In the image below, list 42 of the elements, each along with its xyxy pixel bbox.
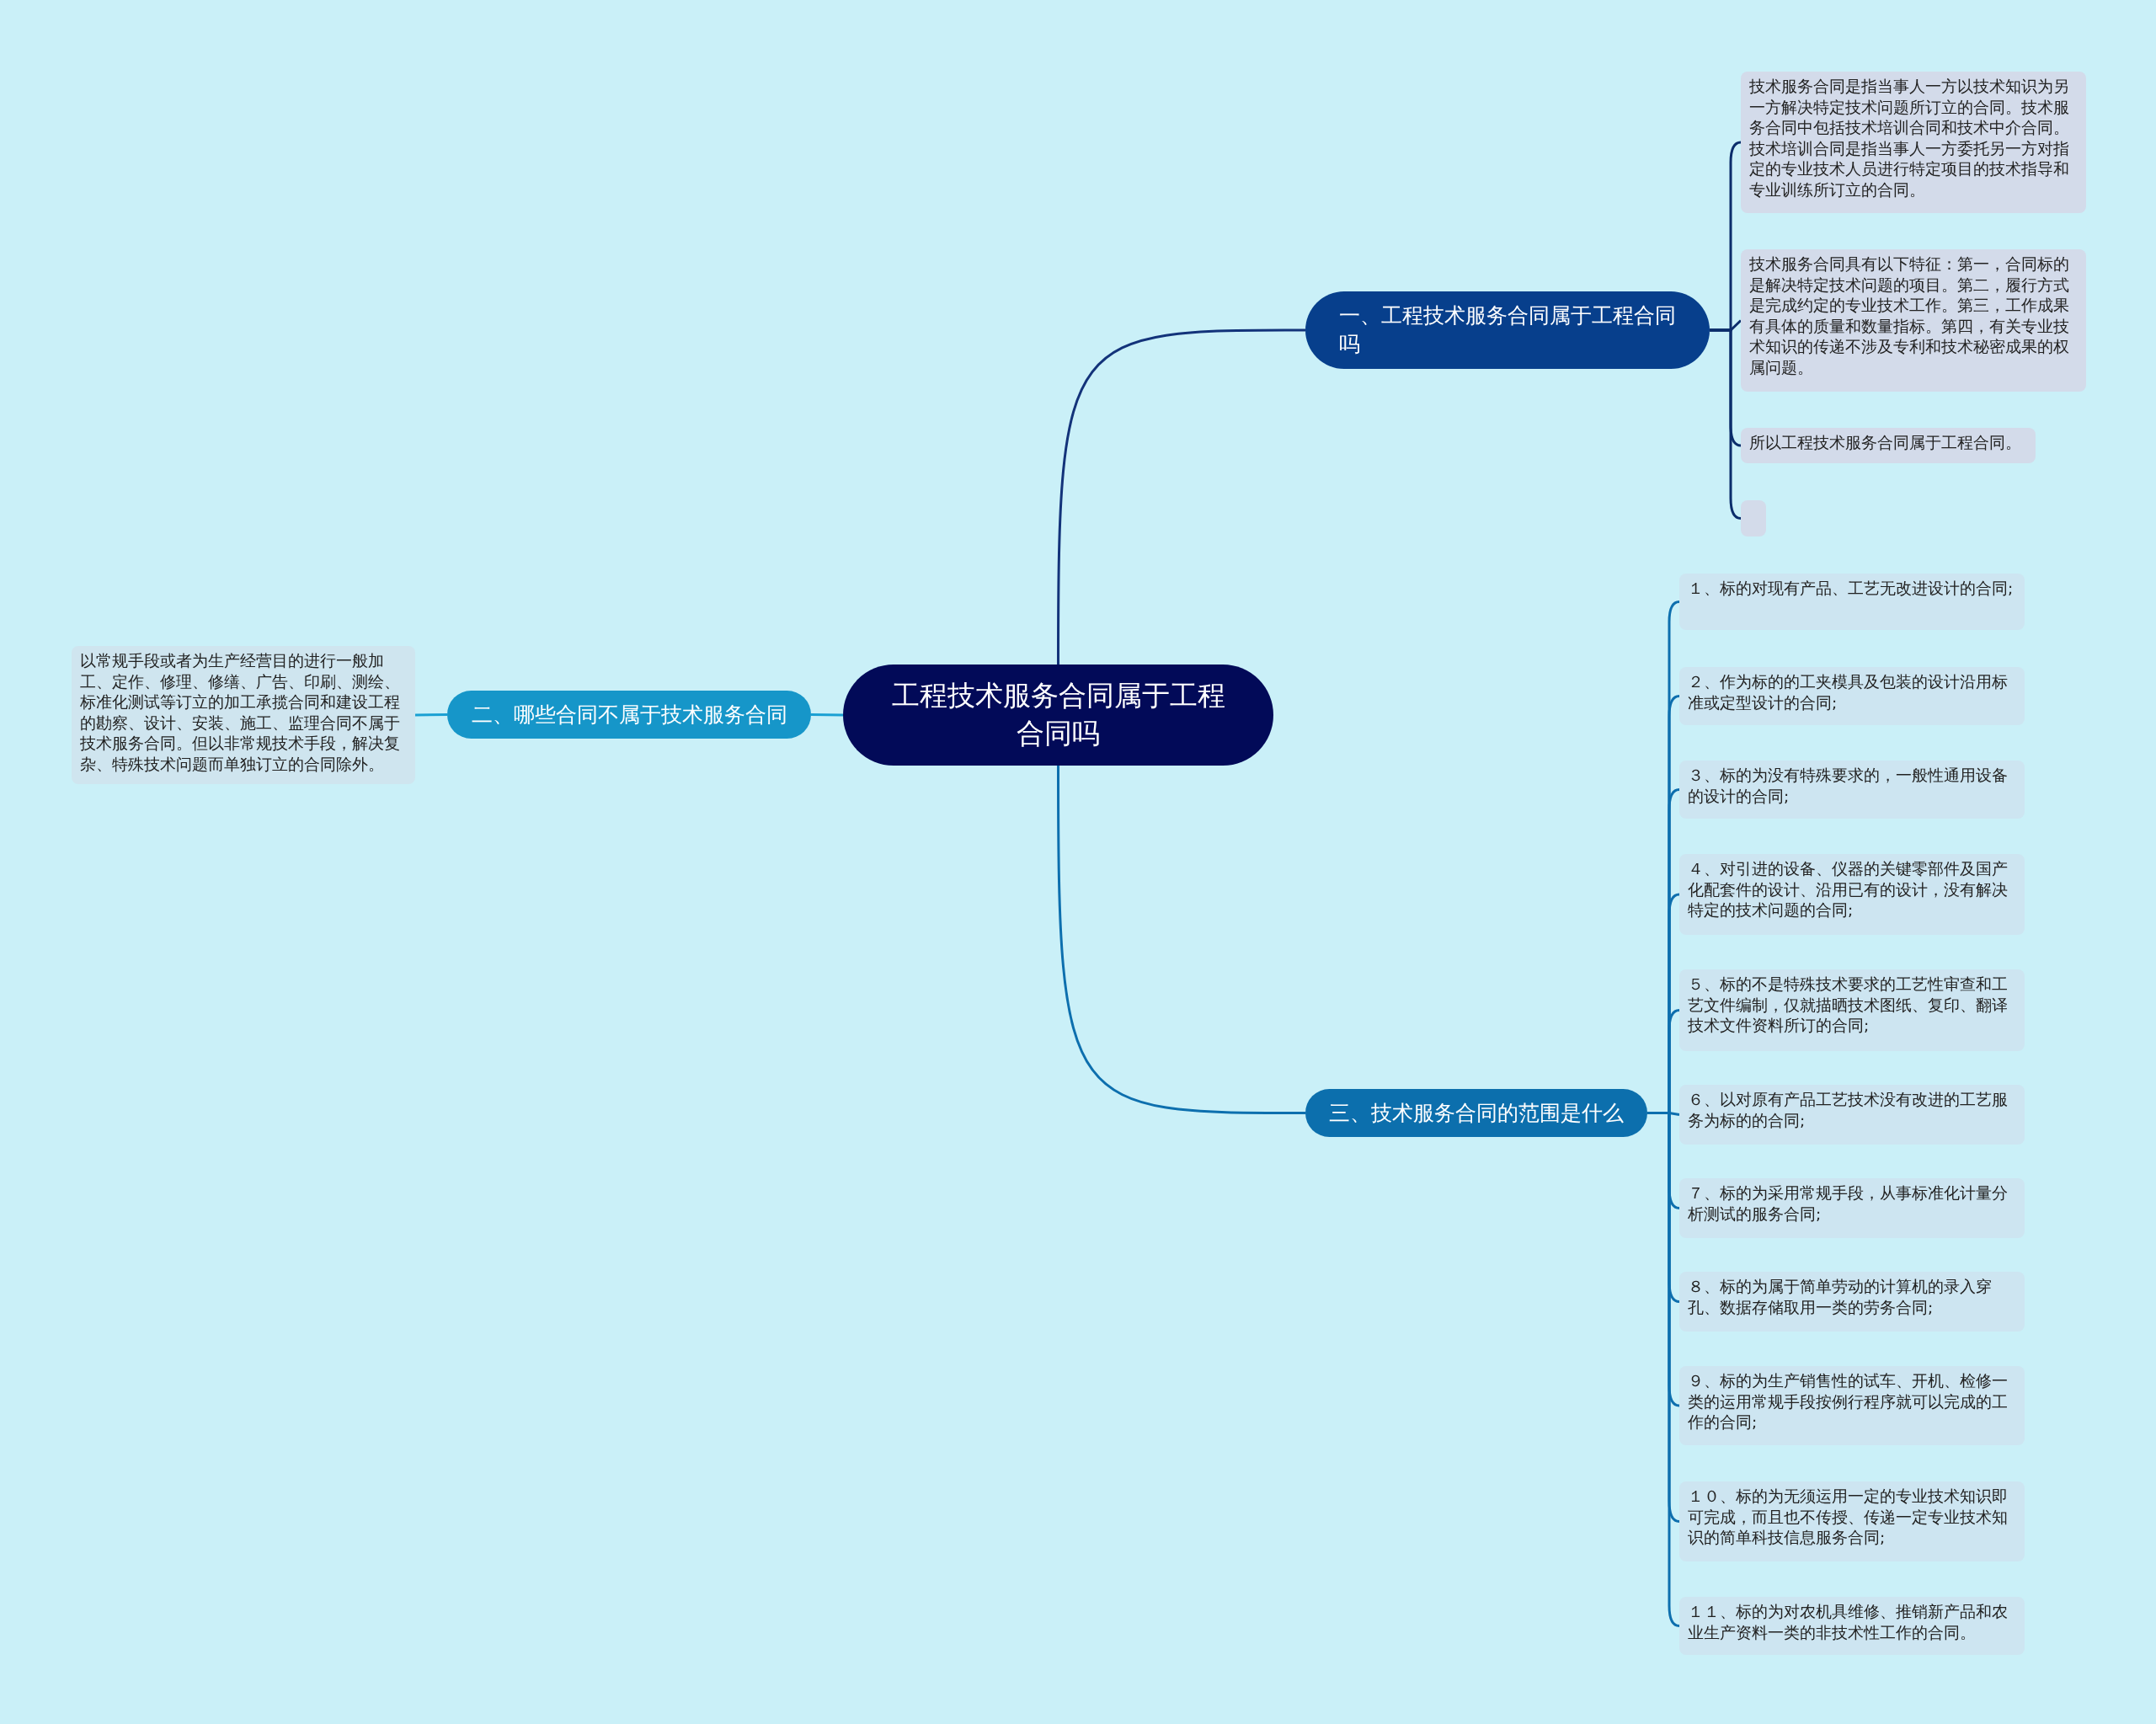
note-box (1679, 1366, 2025, 1445)
note-box (1741, 249, 2086, 392)
note-box (72, 646, 415, 784)
topic-text: ２、作为标的的工夹模具及包装的设计沿用标准或定型设计的合同; (1688, 672, 2009, 713)
connector-line (1057, 328, 1305, 665)
note-box (1679, 969, 2025, 1051)
topic-text: 以常规手段或者为生产经营目的进行一般加工、定作、修理、修缮、广告、印刷、测绘、标准化测试等订立的加工承揽合同和建设工程的勘察、设计、安装、施工、监理合同不属于技术服务合同。但以非常规技术手段，解决复杂、特殊技术问题而单独订立的合同除外。 (80, 651, 401, 775)
topic-text: 技术服务合同是指当事人一方以技术知识为另一方解决特定技术问题所订立的合同。技术服务合同中包括技术培训合同和技术中介合同。技术培训合同是指当事人一方委托另一方对指定的专业技术人员进行特定项目的技术指导和专业训练所订立的合同。 (1749, 77, 2070, 200)
topic-text: １、标的对现有产品、工艺无改进设计的合同; (1688, 579, 2014, 599)
topic-text: ４、对引进的设备、仪器的关键零部件及国产化配套件的设计、沿用已有的设计，没有解决特定的技术问题的合同; (1688, 859, 2009, 921)
note-box (1679, 854, 2025, 935)
branch-topic (1305, 1089, 1647, 1137)
topic-text: ７、标的为采用常规手段，从事标准化计量分析测试的服务合同; (1688, 1183, 2009, 1225)
empty-box (1741, 500, 1766, 536)
note-box (1679, 667, 2025, 725)
branch-topic (447, 691, 811, 739)
topic-text: 一、工程技术服务合同属于工程合同吗 (1339, 302, 1676, 358)
topic-text: ９、标的为生产销售性的试车、开机、检修一类的运用常规手段按例行程序就可以完成的工作的合同; (1688, 1371, 2009, 1433)
topic-text: １１、标的为对农机具维修、推销新产品和农业生产资料一类的非技术性工作的合同。 (1688, 1602, 2009, 1643)
note-box (1679, 761, 2025, 819)
note-box (1679, 1272, 2025, 1332)
topic-text: ５、标的不是特殊技术要求的工艺性审查和工艺文件编制，仅就描晒技术图纸、复印、翻译技术文件资料所订的合同; (1688, 974, 2009, 1037)
note-box (1741, 428, 2036, 463)
note-box (1679, 1597, 2025, 1655)
note-box (1741, 72, 2086, 213)
topic-text: ６、以对原有产品工艺技术没有改进的工艺服务为标的的合同; (1688, 1090, 2009, 1131)
topic-text: 二、哪些合同不属于技术服务合同 (471, 702, 787, 729)
topic-text: 三、技术服务合同的范围是什么 (1329, 1100, 1624, 1127)
note-box (1679, 574, 2025, 630)
connector-line (1710, 328, 1742, 520)
topic-text: 所以工程技术服务合同属于工程合同。 (1749, 433, 2021, 453)
topic-text: 技术服务合同具有以下特征：第一，合同标的是解决特定技术问题的项目。第二，履行方式是完成约定的专业技术工作。第三，工作成果有具体的质量和数量指标。第四，有关专业技术知识的传递不涉及专利和技术秘密成果的权属问题。 (1749, 254, 2070, 378)
topic-text: ８、标的为属于简单劳动的计算机的录入穿孔、数据存储取用一类的劳务合同; (1688, 1277, 1993, 1318)
topic-text: 工程技术服务合同属于工程合同吗 (890, 678, 1226, 751)
topic-text: ３、标的为没有特殊要求的，一般性通用设备的设计的合同; (1688, 766, 2009, 807)
note-box (1679, 1481, 2025, 1561)
connector-line (414, 713, 448, 717)
connector-line (1057, 766, 1305, 1114)
connector-line (810, 713, 844, 717)
note-box (1679, 1178, 2025, 1238)
topic-text: １０、标的为无须运用一定的专业技术知识即可完成，而且也不传授、传递一定专业技术知识的简单科技信息服务合同; (1688, 1486, 2009, 1549)
note-box (1679, 1085, 2025, 1145)
